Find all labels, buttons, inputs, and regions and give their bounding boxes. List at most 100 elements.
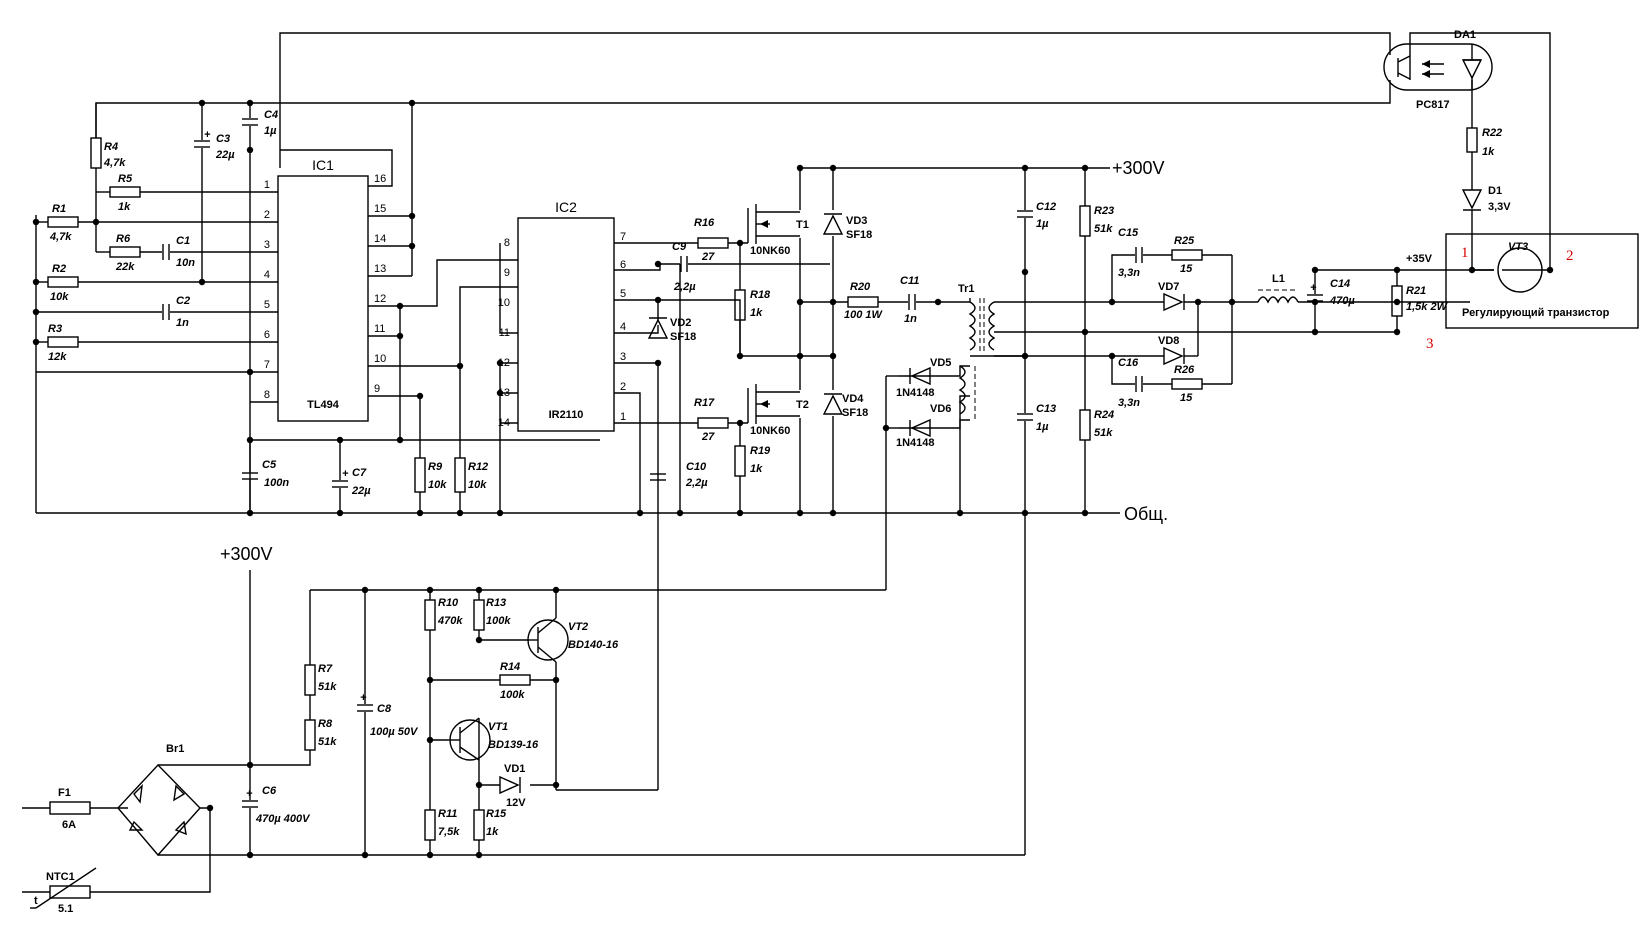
fuse-f1: F1 6A — [49, 787, 91, 831]
svg-text:VD3: VD3 — [846, 215, 867, 227]
svg-text:Br1: Br1 — [166, 743, 184, 755]
svg-text:C16: C16 — [1118, 357, 1139, 369]
svg-text:22µ: 22µ — [215, 149, 235, 161]
ic1-pin-4: 4 — [264, 269, 270, 281]
svg-text:1n: 1n — [176, 317, 189, 329]
svg-text:R5: R5 — [118, 173, 133, 185]
svg-text:C4: C4 — [264, 109, 278, 121]
ic2-pin-2: 2 — [620, 381, 626, 393]
svg-text:C8: C8 — [377, 703, 392, 715]
capacitor-c9: C92,2µ — [672, 241, 696, 293]
ic2: IC2 IR2110 8 9 10 11 12 13 14 7 6 5 4 3 … — [498, 199, 626, 432]
svg-text:1k: 1k — [486, 826, 499, 838]
svg-text:12k: 12k — [48, 351, 67, 363]
resistor-r14: R14 100k — [499, 661, 531, 701]
mosfet-t1: T1 10NK60 — [747, 204, 809, 257]
svg-text:100µ 50V: 100µ 50V — [370, 726, 419, 738]
thermistor-ntc1: NTC1 5.1 t — [30, 867, 97, 915]
svg-text:R12: R12 — [468, 461, 488, 473]
module-pin-3: 3 — [1426, 336, 1434, 352]
svg-text:BD140-16: BD140-16 — [568, 639, 619, 651]
svg-text:C3: C3 — [216, 133, 230, 145]
ic1: IC1 TL494 1 2 3 4 5 6 7 8 16 15 14 13 12… — [264, 157, 386, 422]
svg-text:4,7k: 4,7k — [49, 231, 72, 243]
svg-text:100k: 100k — [500, 689, 525, 701]
svg-text:27: 27 — [701, 251, 715, 263]
svg-text:12V: 12V — [506, 797, 526, 809]
svg-text:VD8: VD8 — [1158, 335, 1179, 347]
svg-text:R25: R25 — [1174, 235, 1195, 247]
svg-text:100 1W: 100 1W — [844, 309, 884, 321]
svg-text:R26: R26 — [1174, 364, 1195, 376]
optocoupler-da1: DA1 PC817 — [1383, 29, 1493, 111]
svg-text:R21: R21 — [1406, 285, 1426, 297]
ic2-type: IR2110 — [549, 409, 584, 421]
resistor-r20: R20 100 1W — [844, 281, 884, 321]
svg-text:+: + — [360, 692, 367, 704]
svg-text:R10: R10 — [438, 597, 459, 609]
svg-text:L1: L1 — [1272, 273, 1285, 285]
svg-text:R18: R18 — [750, 289, 771, 301]
svg-text:R7: R7 — [318, 663, 333, 675]
svg-text:51k: 51k — [1094, 427, 1113, 439]
svg-text:5.1: 5.1 — [58, 903, 73, 915]
svg-text:R20: R20 — [850, 281, 871, 293]
svg-text:R14: R14 — [500, 661, 520, 673]
svg-text:DA1: DA1 — [1454, 29, 1476, 41]
svg-text:C15: C15 — [1118, 227, 1139, 239]
svg-text:R11: R11 — [438, 808, 457, 820]
svg-text:C14: C14 — [1330, 278, 1350, 290]
svg-text:1µ: 1µ — [264, 125, 277, 137]
ic1-pin-16: 16 — [374, 173, 386, 185]
svg-text:R8: R8 — [318, 718, 333, 730]
svg-text:51k: 51k — [1094, 223, 1113, 235]
ic1-pin-10: 10 — [374, 353, 386, 365]
svg-text:+: + — [1310, 282, 1317, 294]
svg-text:3,3n: 3,3n — [1118, 267, 1140, 279]
svg-text:27: 27 — [701, 431, 715, 443]
svg-text:VT3: VT3 — [1508, 241, 1528, 253]
svg-text:C12: C12 — [1036, 201, 1056, 213]
svg-text:1k: 1k — [1482, 146, 1495, 158]
ic1-pin-14: 14 — [374, 233, 386, 245]
bridge-br1: Br1 — [117, 743, 201, 857]
transformer-tr1: Tr1 — [958, 283, 996, 420]
svg-text:T1: T1 — [796, 219, 809, 231]
diode-vd8: VD8 — [1158, 335, 1185, 366]
module-pin-2: 2 — [1566, 248, 1574, 264]
ic1-pin-12: 12 — [374, 293, 386, 305]
module-caption: Регулирующий транзистор — [1462, 307, 1610, 319]
ic1-right-pins: 16 15 14 13 12 11 10 9 — [374, 173, 386, 395]
ic1-pin-5: 5 — [264, 299, 270, 311]
svg-text:C9: C9 — [672, 241, 687, 253]
svg-text:R4: R4 — [104, 141, 118, 153]
ic2-pin-10: 10 — [498, 297, 510, 309]
svg-text:6A: 6A — [62, 819, 76, 831]
svg-text:Tr1: Tr1 — [958, 283, 975, 295]
svg-text:C5: C5 — [262, 459, 277, 471]
ic1-pin-1: 1 — [264, 179, 270, 191]
transistor-vt2: VT2 BD140-16 — [527, 617, 619, 663]
capacitor-c15: C15 3,3n — [1118, 227, 1143, 279]
transistor-vt1: VT1 BD139-16 — [448, 717, 539, 761]
svg-text:10n: 10n — [176, 257, 195, 269]
resistor-r1: R14,7k — [47, 203, 79, 243]
ic1-pin-7: 7 — [264, 359, 270, 371]
svg-text:1n: 1n — [904, 313, 917, 325]
svg-text:R19: R19 — [750, 445, 771, 457]
